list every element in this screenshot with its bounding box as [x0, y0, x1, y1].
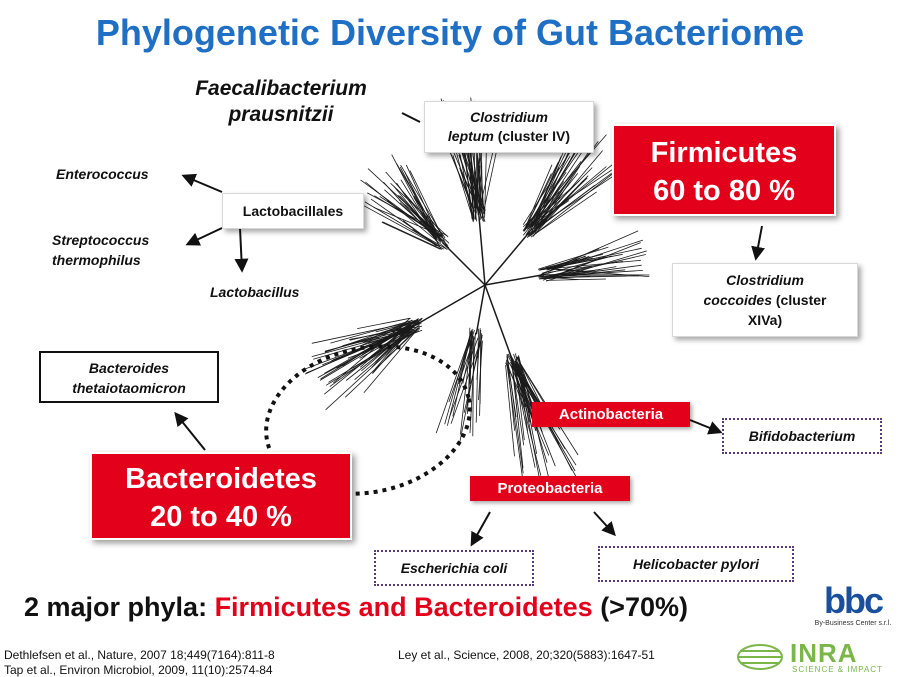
arrow-to-lactobacillus — [240, 228, 242, 270]
bbc-logo: bbc By-Business Center s.r.l. — [810, 582, 896, 638]
inra-logo-subtitle: SCIENCE & IMPACT — [792, 665, 883, 674]
clostridium-coccoides-box: Clostridium coccoides (cluster XIVa) — [672, 263, 858, 337]
helicobacter-pylori-box: Helicobacter pylori — [598, 546, 794, 582]
bacteroidetes-range: 20 to 40 % — [92, 498, 350, 536]
tree-branch — [485, 231, 530, 285]
bbc-logo-subtitle: By-Business Center s.r.l. — [810, 620, 896, 627]
reference-2: Ley et al., Science, 2008, 20;320(5883):… — [398, 648, 655, 662]
tree-branch — [365, 182, 446, 249]
escherichia-coli-box: Escherichia coli — [374, 550, 534, 586]
clostridium-leptum-cluster: (cluster IV) — [494, 128, 570, 144]
inra-logo: INRA SCIENCE & IMPACT — [736, 640, 896, 674]
tree-branch — [479, 215, 485, 285]
bacteroides-genus: Bacteroides — [41, 358, 217, 378]
tree-branch — [485, 285, 512, 360]
streptococcus-genus: Streptococcus — [52, 230, 149, 250]
summary-line: 2 major phyla: Firmicutes and Bacteroide… — [24, 592, 688, 623]
clostridium-coccoides-cluster-id: XIVa) — [673, 310, 857, 330]
clostridium-coccoides-species: coccoides — [704, 292, 772, 308]
bacteroides-species: thetaiotaomicron — [41, 378, 217, 398]
arrow-to-clostridium-coccoides — [756, 226, 762, 258]
tree-branch — [460, 330, 477, 378]
arrow-to-enterococcus — [184, 176, 222, 192]
inra-leaf-icon — [736, 642, 784, 672]
reference-1: Dethlefsen et al., Nature, 2007 18;449(7… — [4, 648, 275, 662]
lactobacillales-box: Lactobacillales — [222, 193, 364, 229]
faecalibacterium-connector — [402, 113, 420, 122]
proteobacteria-label: Proteobacteria — [470, 476, 630, 501]
arrow-to-helicobacter — [594, 512, 614, 534]
summary-suffix: (>70%) — [593, 592, 688, 622]
tree-branch — [476, 285, 485, 334]
tree-branch — [532, 144, 580, 226]
clostridium-coccoides-cluster: (cluster — [772, 292, 826, 308]
faecalibacterium-line1: Faecalibacterium — [170, 76, 392, 102]
clostridium-leptum-species: leptum — [448, 128, 494, 144]
bifidobacterium-box: Bifidobacterium — [722, 418, 882, 454]
clostridium-leptum-box: Clostridium leptum (cluster IV) — [424, 101, 594, 153]
summary-prefix: 2 major phyla: — [24, 592, 215, 622]
arrow-to-bacteroides — [176, 414, 205, 450]
arrow-to-streptococcus — [188, 228, 222, 244]
bacteroides-box: Bacteroides thetaiotaomicron — [39, 351, 219, 403]
tree-branch — [368, 169, 442, 237]
enterococcus-label: Enterococcus — [56, 166, 149, 182]
tree-branch — [392, 155, 441, 249]
actinobacteria-label: Actinobacteria — [532, 402, 690, 427]
firmicutes-range: 60 to 80 % — [614, 172, 834, 210]
clostridium-leptum-genus: Clostridium — [470, 109, 548, 125]
summary-highlight: Firmicutes and Bacteroidetes — [215, 592, 593, 622]
clostridium-coccoides-genus: Clostridium — [726, 272, 804, 288]
faecalibacterium-label: Faecalibacterium prausnitzii — [170, 76, 392, 128]
arrow-to-escherichia — [472, 512, 490, 544]
bacteroidetes-name: Bacteroidetes — [92, 460, 350, 498]
tree-branch — [443, 243, 485, 285]
tree-branch — [485, 275, 544, 285]
firmicutes-name: Firmicutes — [614, 134, 834, 172]
tree-branch — [480, 330, 481, 404]
streptococcus-label: Streptococcus thermophilus — [52, 230, 149, 270]
tree-branch — [401, 165, 444, 236]
faecalibacterium-line2: prausnitzii — [170, 102, 392, 128]
bbc-logo-mark: bbc — [810, 582, 896, 620]
arrow-to-bifidobacterium — [690, 420, 720, 432]
lactobacillus-label: Lactobacillus — [210, 284, 299, 300]
tree-branch — [416, 285, 485, 325]
bacteroidetes-box: Bacteroidetes 20 to 40 % — [90, 452, 352, 540]
firmicutes-box: Firmicutes 60 to 80 % — [612, 124, 836, 216]
streptococcus-species: thermophilus — [52, 250, 149, 270]
